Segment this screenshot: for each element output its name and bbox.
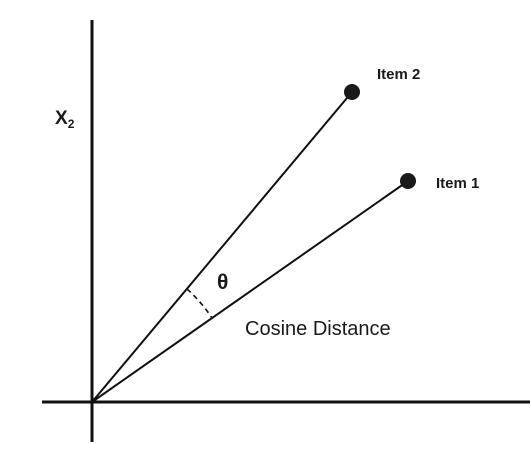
y-axis-label-main: X	[55, 108, 68, 129]
item2-vector	[91, 91, 353, 403]
item1-label: Item 1	[436, 175, 479, 192]
angle-arc	[186, 288, 213, 319]
y-axis-label: X2	[55, 108, 75, 131]
angle-theta-label: θ	[217, 271, 228, 294]
item2-label: Item 2	[377, 66, 420, 83]
y-axis-label-subscript: 2	[68, 117, 75, 131]
item2-point	[344, 84, 360, 100]
cosine-distance-label: Cosine Distance	[245, 318, 391, 340]
item1-vector	[91, 180, 409, 403]
item1-point	[400, 173, 416, 189]
